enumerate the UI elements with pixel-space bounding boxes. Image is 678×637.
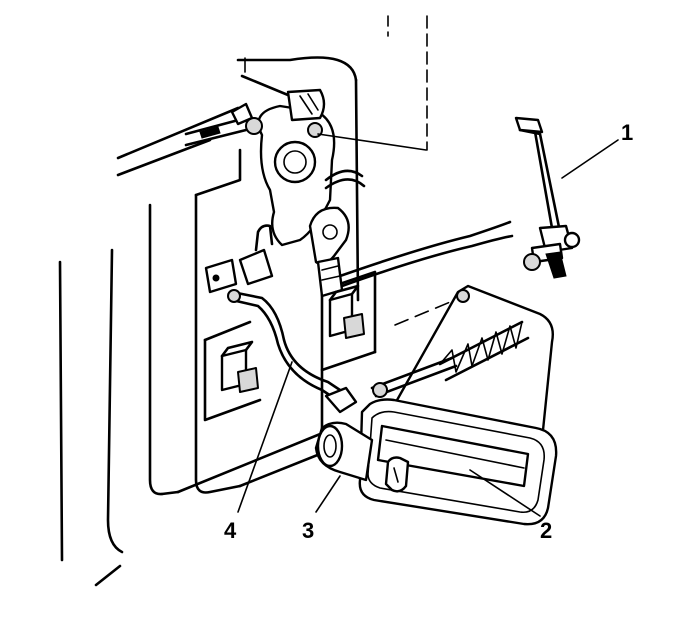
mounting-stud-lower	[220, 340, 259, 393]
connecting-rod-4	[227, 289, 348, 404]
callout-label-3: 3	[302, 518, 314, 543]
rod-with-fitting-1	[514, 116, 581, 279]
lock-mechanism	[184, 88, 427, 298]
leader-lines	[237, 139, 619, 517]
cable-clip-bracket	[204, 224, 274, 294]
callout-label-2: 2	[540, 518, 552, 543]
door-outer-panel	[58, 15, 456, 587]
callout-label-4: 4	[224, 518, 237, 543]
mounting-stud-upper	[328, 284, 365, 339]
cable	[338, 220, 514, 288]
outside-handle-2	[324, 284, 558, 526]
lock-cylinder-3	[314, 421, 374, 482]
callout-label-1: 1	[621, 120, 633, 145]
